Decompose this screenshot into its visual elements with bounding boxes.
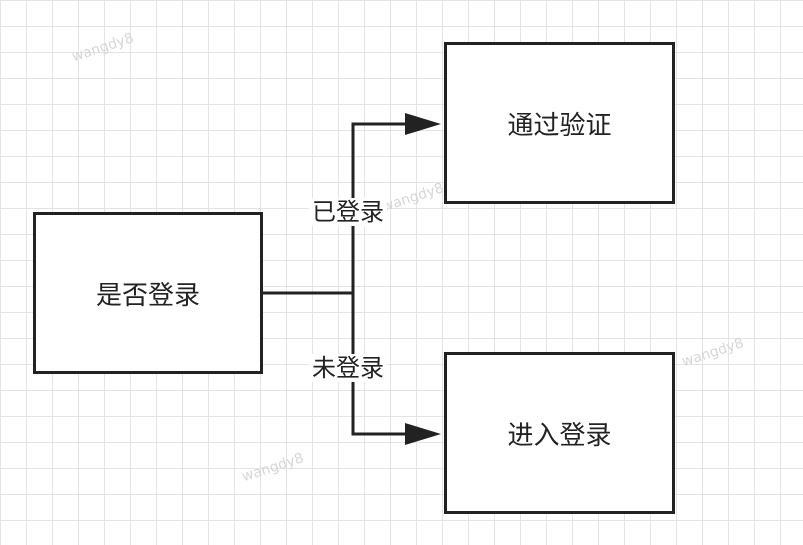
connector-to-login bbox=[351, 293, 405, 436]
decision-node-label: 是否登录 bbox=[95, 280, 200, 311]
edge-label-not-logged-in: 未登录 bbox=[309, 354, 387, 382]
connector-to-verified bbox=[351, 122, 405, 293]
verified-node-label: 通过验证 bbox=[507, 110, 612, 141]
login-node-label: 进入登录 bbox=[507, 420, 612, 451]
arrowhead-to-verified bbox=[405, 113, 441, 135]
edge-label-logged-in: 已登录 bbox=[309, 198, 387, 226]
decision-node: 是否登录 bbox=[33, 212, 263, 374]
verified-node: 通过验证 bbox=[444, 42, 675, 204]
login-node: 进入登录 bbox=[444, 352, 675, 514]
arrowhead-to-login bbox=[405, 423, 441, 445]
